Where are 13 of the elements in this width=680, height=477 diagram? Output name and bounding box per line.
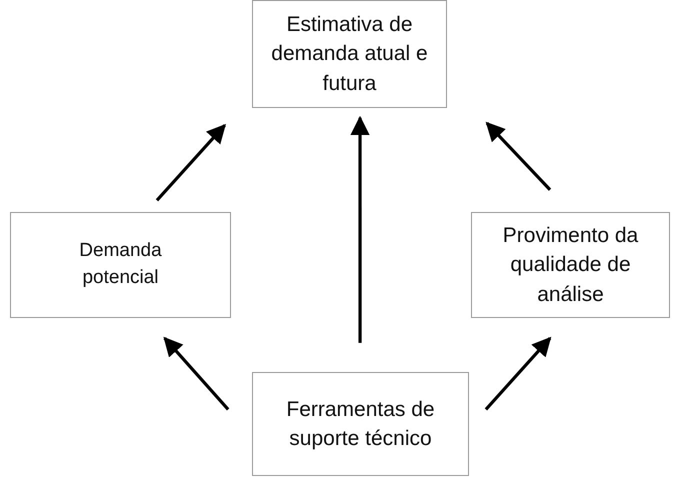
arrow (484, 336, 552, 410)
box-label: Estimativa de demanda atual e futura (270, 12, 429, 97)
arrow (486, 122, 552, 191)
box-label: Ferramentas de suporte técnico (285, 396, 436, 452)
text-box (252, 372, 469, 476)
text-box (10, 212, 231, 318)
text-box (471, 212, 670, 318)
box-label: Demanda potencial (78, 239, 163, 290)
arrow (156, 124, 226, 202)
text-box (252, 0, 447, 108)
arrow (163, 336, 230, 410)
box-label: Provimento da qualidade de análise (502, 222, 640, 308)
arrow (350, 116, 370, 343)
